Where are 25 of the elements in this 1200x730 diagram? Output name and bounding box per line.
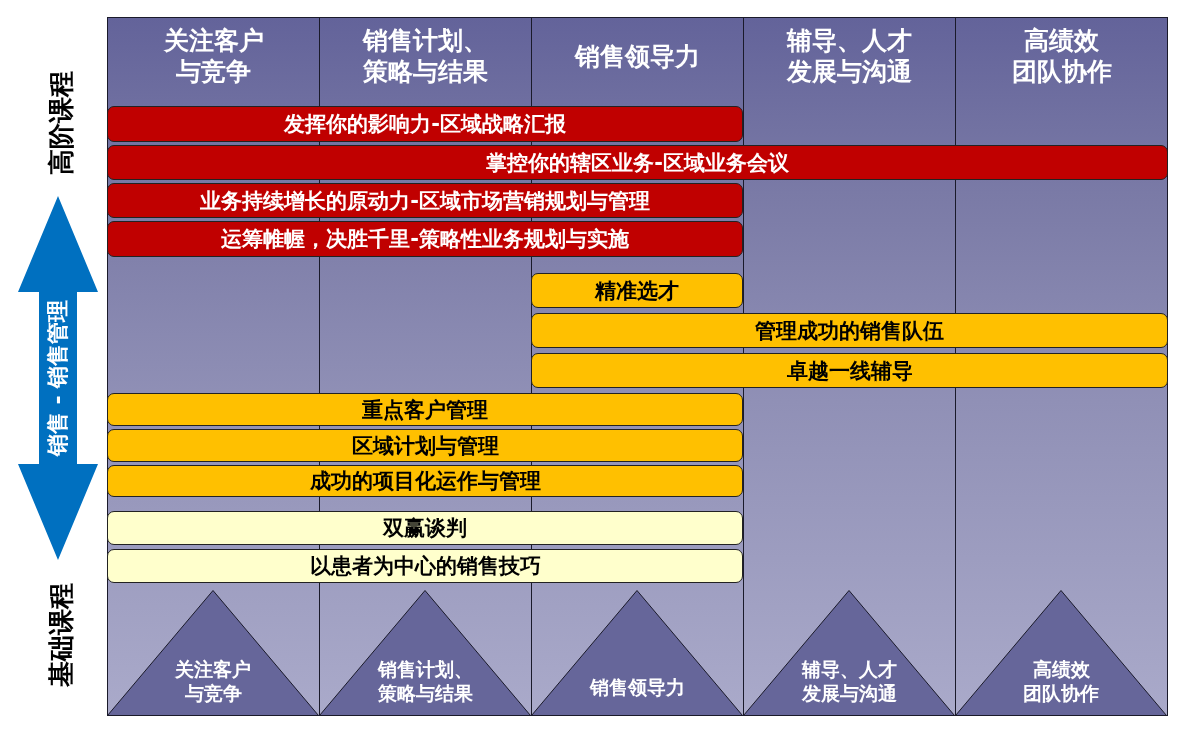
- column-heading: 销售领导力: [575, 40, 700, 72]
- course-bar: 发挥你的影响力-区域战略汇报: [107, 106, 743, 142]
- course-bar: 精准选才: [531, 273, 743, 308]
- column-heading: 销售计划、策略与结果: [363, 25, 488, 87]
- course-bar: 双赢谈判: [107, 511, 743, 545]
- course-bar: 业务持续增长的原动力-区域市场营销规划与管理: [107, 183, 743, 218]
- course-bar: 以患者为中心的销售技巧: [107, 549, 743, 583]
- course-bar: 运筹帷幄，决胜千里-策略性业务规划与实施: [107, 221, 743, 257]
- level-label: 基础课程: [44, 583, 77, 687]
- course-bar: 重点客户管理: [107, 393, 743, 426]
- column-heading: 辅导、人才发展与沟通: [787, 25, 912, 87]
- column-heading: 高绩效团队协作: [1011, 25, 1112, 87]
- course-bar: 成功的项目化运作与管理: [107, 465, 743, 497]
- level-label: 高阶课程: [44, 71, 77, 175]
- course-bar: 卓越一线辅导: [531, 353, 1168, 388]
- triangle-label: 辅导、人才发展与沟通: [801, 657, 897, 705]
- triangle-label: 销售计划、策略与结果: [377, 657, 473, 705]
- column-heading: 关注客户与竞争: [163, 25, 264, 87]
- arrow-label: 销售 - 销售管理: [44, 299, 71, 457]
- triangle-label: 关注客户与竞争: [175, 657, 251, 705]
- course-bar: 管理成功的销售队伍: [531, 313, 1168, 348]
- course-bar: 掌控你的辖区业务-区域业务会议: [107, 145, 1168, 180]
- triangle-label: 销售领导力: [589, 675, 685, 699]
- course-bar: 区域计划与管理: [107, 429, 743, 462]
- triangle-label: 高绩效团队协作: [1023, 657, 1099, 705]
